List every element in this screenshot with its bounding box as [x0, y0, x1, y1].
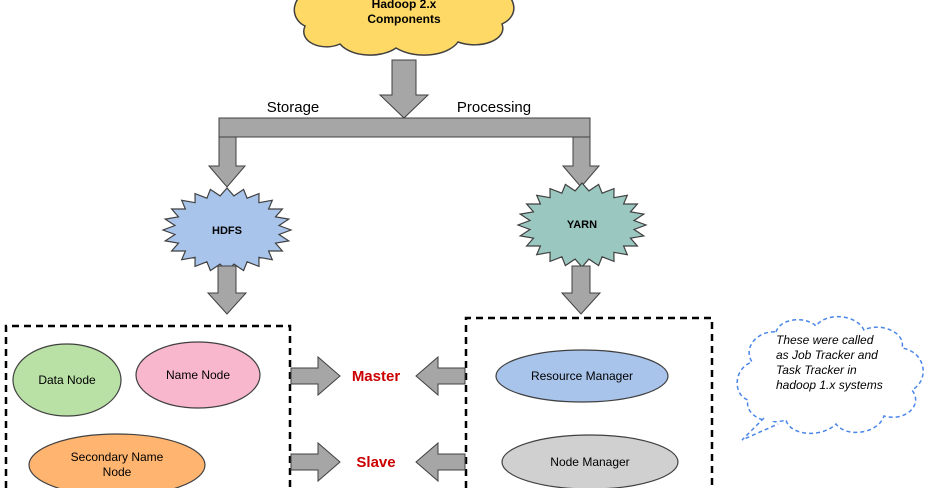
root-cloud: Hadoop 2.x Components — [293, 0, 515, 56]
storage-down-arrow — [207, 136, 247, 188]
callout-line4: hadoop 1.x systems — [776, 378, 883, 392]
callout-line1: These were called — [776, 333, 874, 347]
yarn-slave-arrow — [415, 441, 466, 483]
hdfs-burst: HDFS — [161, 187, 293, 273]
callout-line3: Task Tracker in — [776, 363, 857, 377]
hdfs-down-arrow — [206, 265, 248, 315]
data-node: Data Node — [12, 343, 122, 417]
hdfs-label: HDFS — [212, 225, 242, 237]
node-manager: Node Manager — [501, 434, 679, 488]
name-node: Name Node — [135, 341, 261, 409]
secondary-name-node: Secondary Name Node — [28, 433, 206, 488]
slave-label: Slave — [356, 454, 395, 471]
processing-down-arrow — [561, 136, 601, 188]
storage-label: Storage — [267, 99, 320, 116]
yarn-down-arrow — [560, 265, 602, 315]
root-title-line1: Hadoop 2.x — [372, 0, 437, 11]
resource-manager-label: Resource Manager — [531, 369, 633, 383]
node-manager-label: Node Manager — [550, 455, 629, 469]
callout-line2: as Job Tracker and — [776, 348, 878, 362]
data-node-label: Data Node — [38, 373, 96, 387]
secondary-name-node-label-line2: Node — [103, 465, 132, 479]
callout-cloud: These were called as Job Tracker and Tas… — [736, 315, 924, 441]
yarn-master-arrow — [415, 355, 466, 397]
resource-manager: Resource Manager — [495, 349, 669, 403]
hdfs-slave-arrow — [290, 441, 341, 483]
hdfs-group-box — [4, 324, 292, 488]
secondary-name-node-label-line1: Secondary Name — [71, 450, 164, 464]
branch-bar — [218, 117, 591, 138]
yarn-burst: YARN — [516, 182, 648, 268]
yarn-label: YARN — [567, 219, 597, 231]
root-title-line2: Components — [367, 12, 441, 26]
hdfs-master-arrow — [290, 355, 341, 397]
yarn-group-box — [464, 316, 714, 488]
root-down-arrow — [378, 59, 430, 119]
processing-label: Processing — [457, 99, 531, 116]
name-node-label: Name Node — [166, 368, 230, 382]
master-label: Master — [352, 368, 401, 385]
